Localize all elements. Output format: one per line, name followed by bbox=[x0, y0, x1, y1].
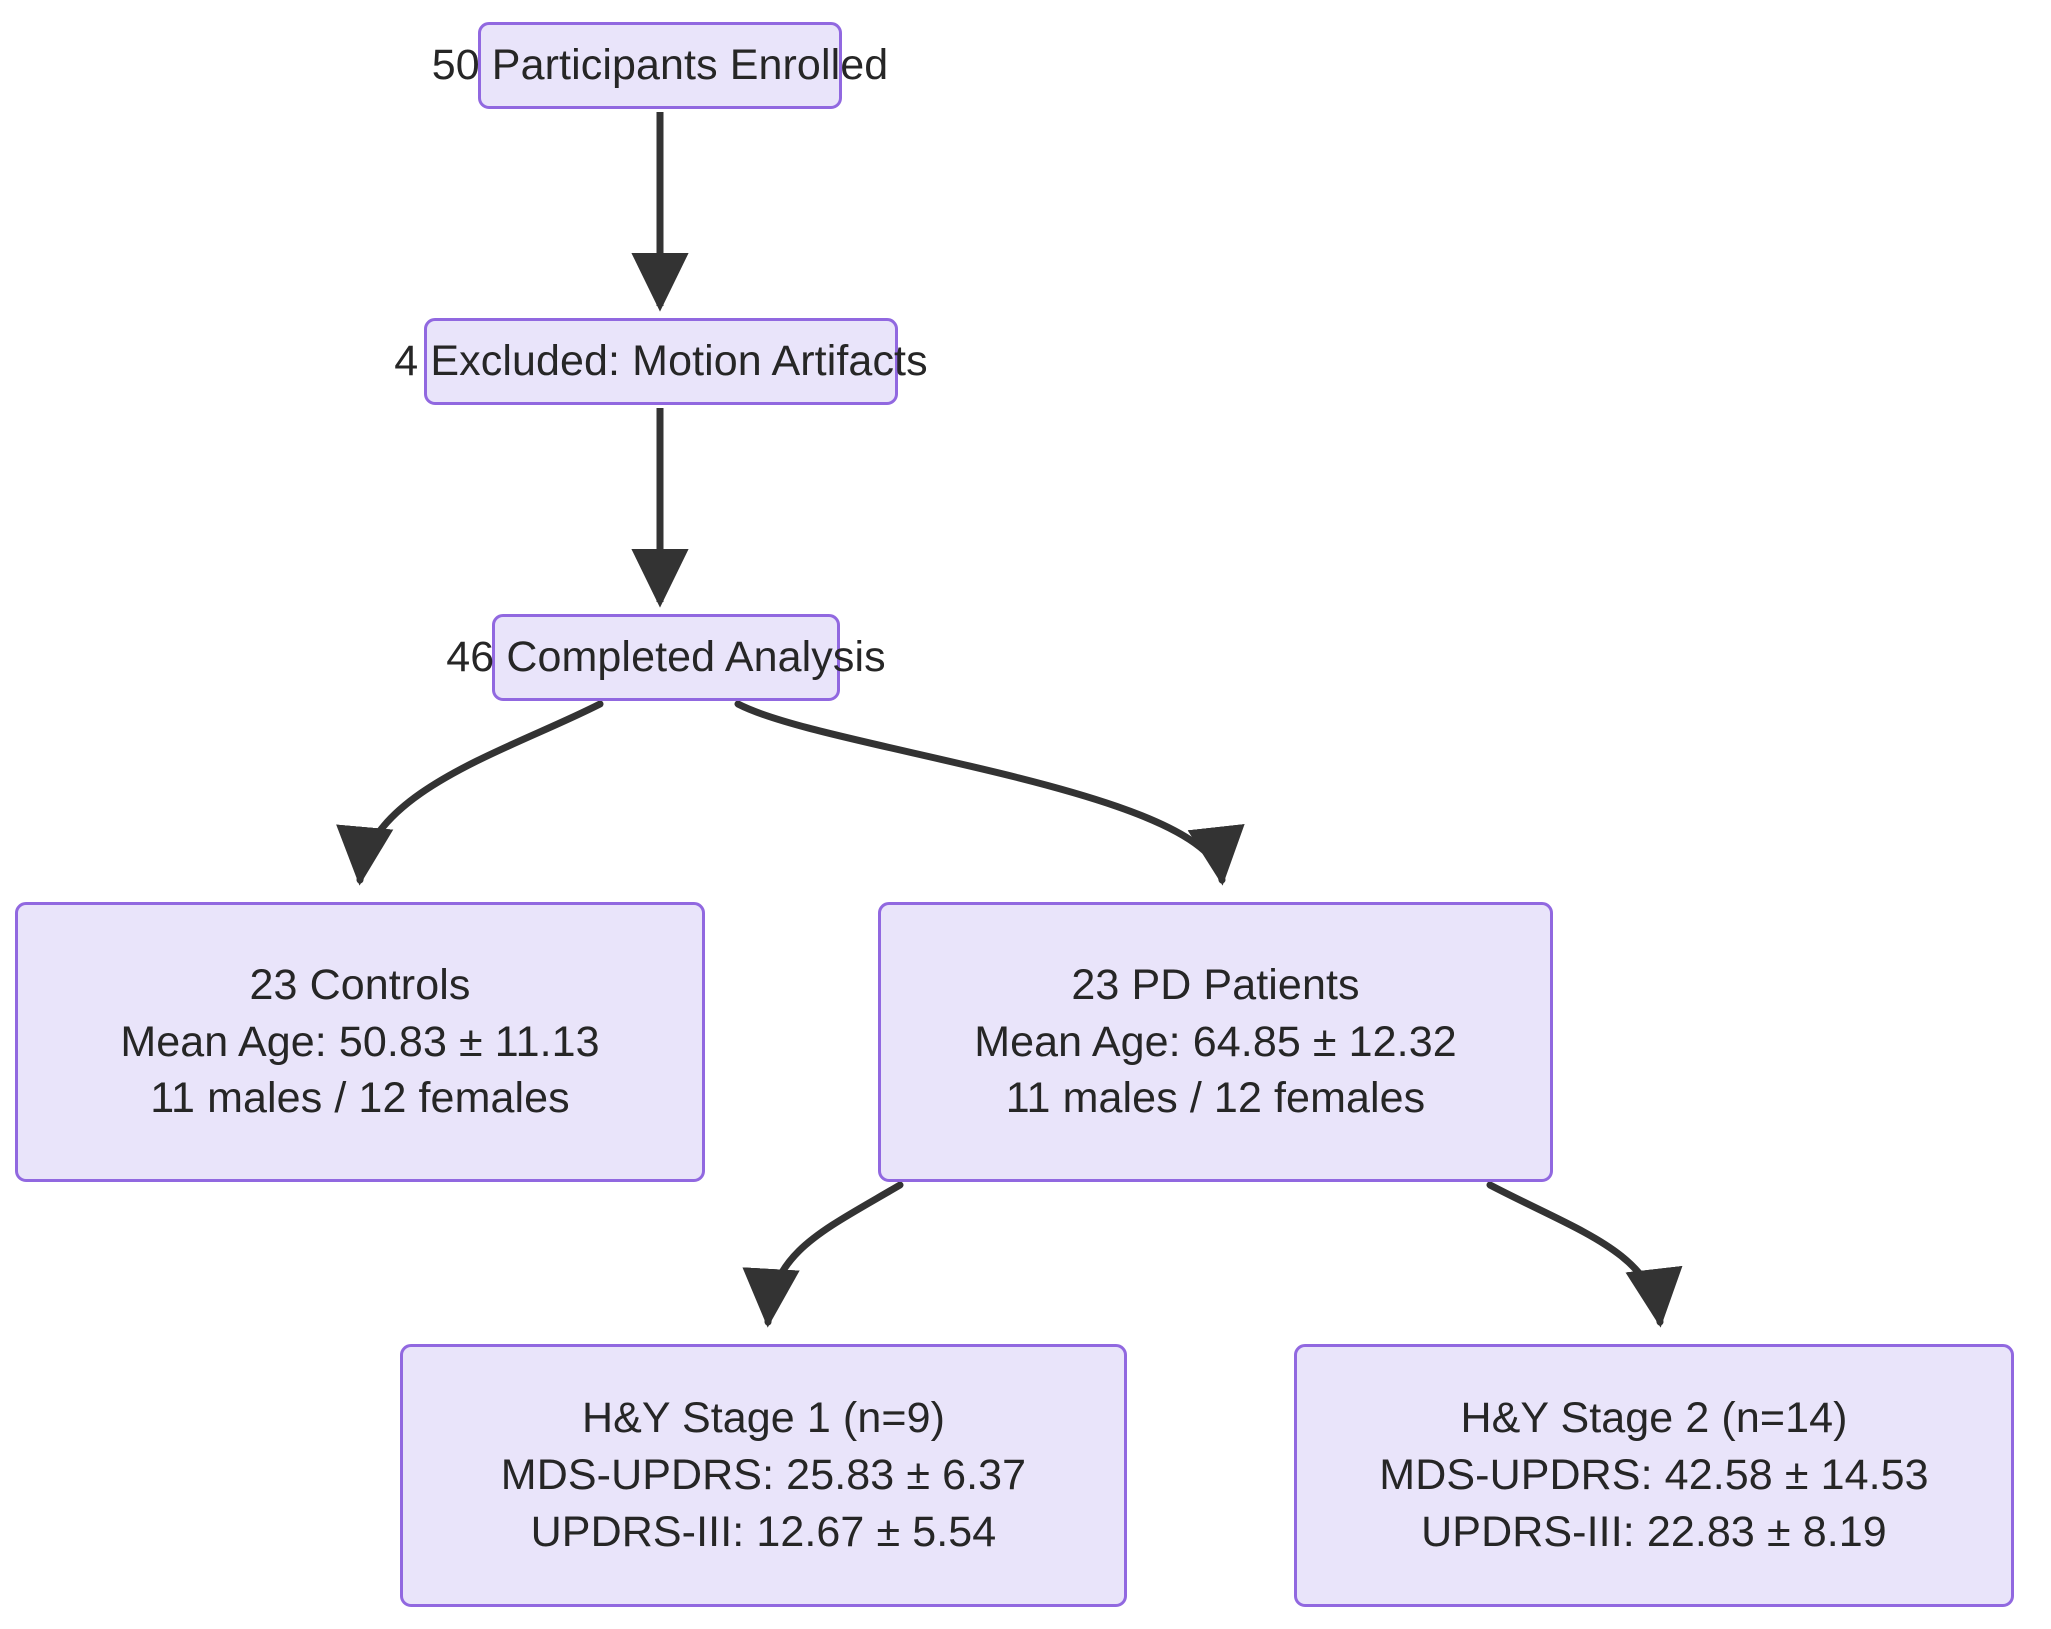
node-pd-patients-line-2: Mean Age: 64.85 ± 12.32 bbox=[974, 1017, 1457, 1066]
node-controls-line-2: Mean Age: 50.83 ± 11.13 bbox=[120, 1017, 600, 1066]
node-hy-stage-1-line-1: H&Y Stage 1 (n=9) bbox=[581, 1394, 946, 1443]
node-pd-patients-line-3: 11 males / 12 females bbox=[1005, 1074, 1426, 1123]
node-controls-line-1: 23 Controls bbox=[249, 960, 471, 1009]
edge-pd-to-hy-stage-1 bbox=[742, 1181, 904, 1328]
edge-completed-to-controls bbox=[336, 700, 604, 886]
node-enrolled-line-1: 50 Participants Enrolled bbox=[431, 41, 889, 90]
node-completed-line-1: 46 Completed Analysis bbox=[446, 633, 886, 682]
node-pd-patients[interactable]: 23 PD Patients Mean Age: 64.85 ± 12.32 1… bbox=[878, 902, 1553, 1182]
node-pd-patients-line-1: 23 PD Patients bbox=[1071, 960, 1360, 1009]
node-controls-line-3: 11 males / 12 females bbox=[150, 1074, 570, 1123]
node-hy-stage-2-line-1: H&Y Stage 2 (n=14) bbox=[1460, 1394, 1848, 1443]
edge-completed-to-pd-patients bbox=[734, 700, 1245, 886]
node-completed-analysis[interactable]: 46 Completed Analysis bbox=[446, 614, 886, 701]
node-hy-stage-2-line-2: MDS-UPDRS: 42.58 ± 14.53 bbox=[1379, 1451, 1929, 1500]
node-controls[interactable]: 23 Controls Mean Age: 50.83 ± 11.13 11 m… bbox=[15, 902, 705, 1182]
node-hy-stage-2[interactable]: H&Y Stage 2 (n=14) MDS-UPDRS: 42.58 ± 14… bbox=[1294, 1344, 2014, 1607]
node-hy-stage-2-line-3: UPDRS-III: 22.83 ± 8.19 bbox=[1421, 1507, 1887, 1556]
node-hy-stage-1[interactable]: H&Y Stage 1 (n=9) MDS-UPDRS: 25.83 ± 6.3… bbox=[400, 1344, 1127, 1607]
node-excluded-line-1: 4 Excluded: Motion Artifacts bbox=[394, 337, 928, 386]
node-hy-stage-1-line-2: MDS-UPDRS: 25.83 ± 6.37 bbox=[500, 1451, 1027, 1500]
node-hy-stage-1-line-3: UPDRS-III: 12.67 ± 5.54 bbox=[530, 1507, 997, 1556]
node-excluded[interactable]: 4 Excluded: Motion Artifacts bbox=[394, 318, 928, 405]
edge-pd-to-hy-stage-2 bbox=[1486, 1181, 1683, 1328]
node-enrolled[interactable]: 50 Participants Enrolled bbox=[432, 22, 888, 109]
